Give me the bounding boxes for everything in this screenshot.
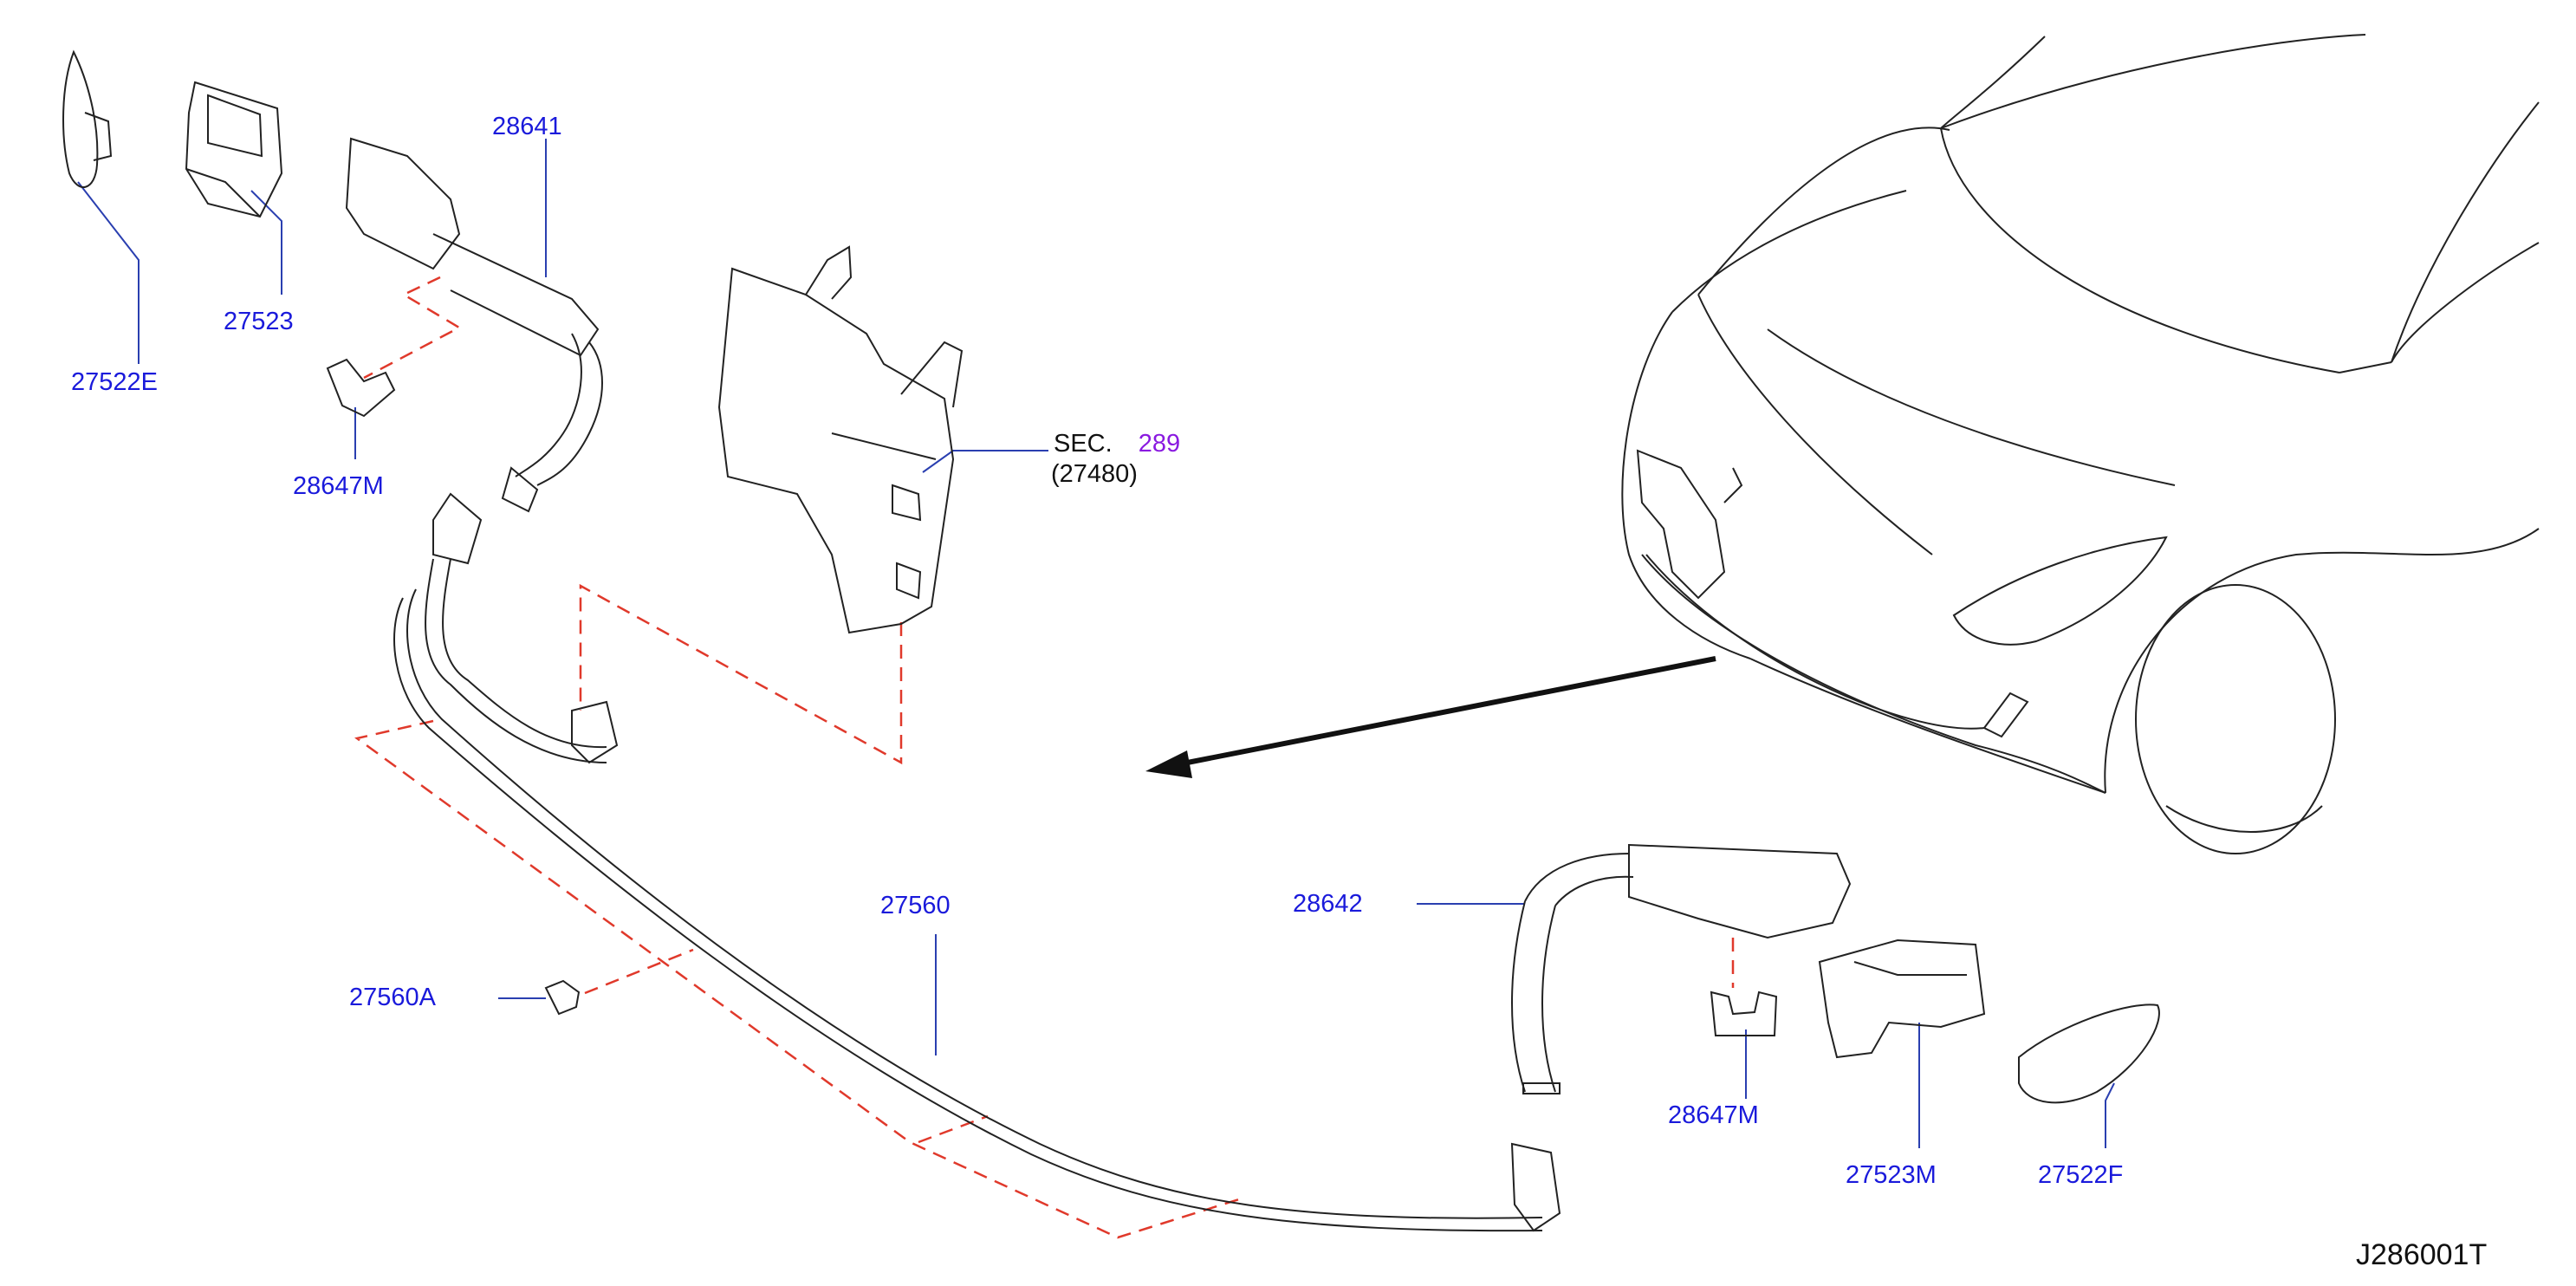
label-27522F[interactable]: 27522F <box>2038 1161 2124 1189</box>
dashed-guide-lines <box>354 276 1735 1239</box>
section-number-link[interactable]: 289 <box>1138 430 1181 458</box>
section-reference: SEC. 289 <box>1054 432 1180 457</box>
section-prefix: SEC. <box>1054 430 1113 458</box>
direction-arrow <box>1145 656 1716 778</box>
label-28642[interactable]: 28642 <box>1293 890 1363 918</box>
leader-lines <box>77 139 2115 1148</box>
label-28647M-top[interactable]: 28647M <box>293 472 384 500</box>
part-28647M-clip-top[interactable] <box>326 358 396 418</box>
label-28647M-bottom[interactable]: 28647M <box>1668 1101 1759 1129</box>
part-27522F-cover[interactable] <box>2018 1003 2160 1104</box>
part-27522E-cover[interactable] <box>62 49 113 188</box>
label-27522E[interactable]: 27522E <box>71 368 158 396</box>
section-part-ref: (27480) <box>1051 460 1138 488</box>
label-27560[interactable]: 27560 <box>880 892 951 919</box>
part-27523-bracket[interactable] <box>185 81 283 218</box>
part-27480-washer-tank[interactable] <box>717 245 964 634</box>
label-27560A[interactable]: 27560A <box>349 984 436 1011</box>
label-27523M[interactable]: 27523M <box>1846 1161 1937 1189</box>
label-28641[interactable]: 28641 <box>492 113 562 140</box>
label-27523[interactable]: 27523 <box>224 308 294 335</box>
part-28647M-clip-bottom[interactable] <box>1710 990 1778 1036</box>
vehicle-front-illustration <box>1621 34 2540 854</box>
part-28642-nozzle[interactable] <box>1511 843 1852 1094</box>
drawing-code: J286001T <box>2356 1238 2488 1271</box>
part-28641-nozzle[interactable] <box>345 137 603 513</box>
part-27560-hose-assembly[interactable] <box>393 492 1561 1232</box>
part-27523M-bracket[interactable] <box>1818 939 1986 1059</box>
